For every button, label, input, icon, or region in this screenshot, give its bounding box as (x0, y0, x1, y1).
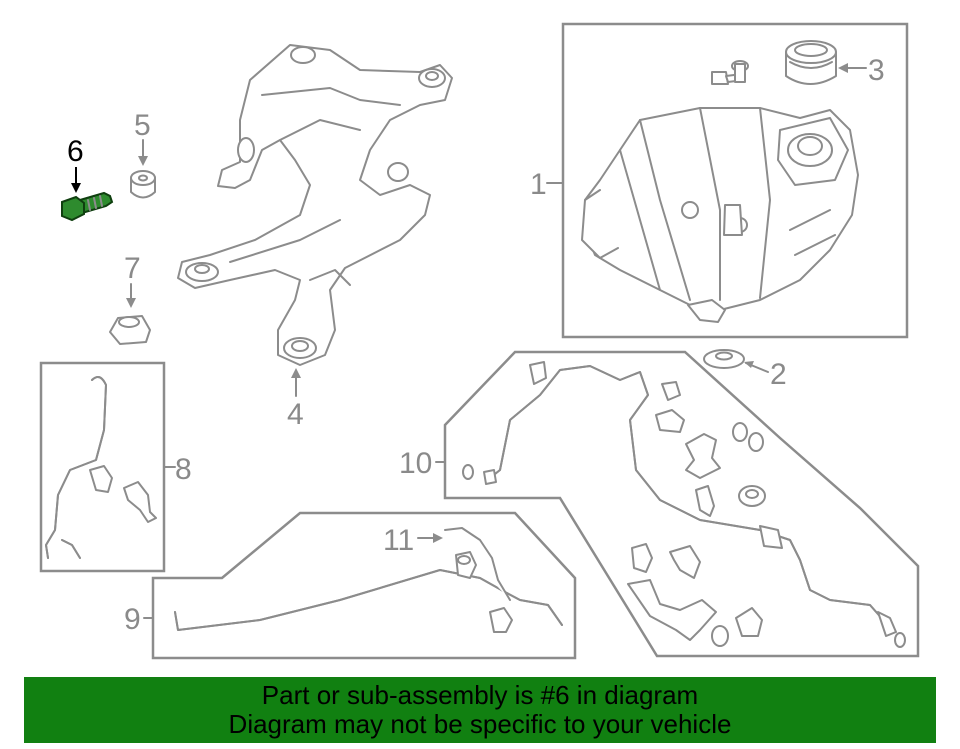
part-7-grommet[interactable] (109, 315, 151, 345)
callout-7: 7 (124, 252, 141, 285)
callout-1: 1 (530, 168, 547, 201)
callout-2: 2 (770, 358, 787, 391)
part-10-pressure-line-assembly[interactable] (443, 350, 920, 658)
callout-6: 6 (67, 135, 84, 168)
callout-10: 10 (399, 447, 432, 480)
callout-8: 8 (175, 453, 192, 486)
callout-5: 5 (134, 109, 151, 142)
arrowhead-3 (838, 63, 848, 73)
callout-3: 3 (868, 54, 885, 87)
callout-4: 4 (287, 398, 304, 431)
part-5-washer[interactable] (130, 170, 156, 199)
part-1-pump-assembly[interactable] (561, 22, 909, 339)
part-9-line-assembly[interactable] (151, 511, 577, 660)
info-banner: Part or sub-assembly is #6 in diagram Di… (24, 677, 936, 743)
arrowhead-7 (126, 298, 136, 308)
callout-9: 9 (124, 603, 141, 636)
arrowhead-2 (744, 361, 754, 368)
arrowhead-6 (71, 183, 81, 193)
part-8-hose-assembly[interactable] (39, 361, 166, 573)
arrowhead-11 (433, 533, 443, 543)
arrowhead-4 (291, 368, 301, 378)
banner-line-part: Part or sub-assembly is #6 in diagram (261, 680, 699, 710)
banner-line-disclaimer: Diagram may not be specific to your vehi… (228, 709, 732, 739)
arrowhead-5 (138, 156, 148, 166)
callout-11: 11 (383, 524, 414, 557)
part-6-bolt[interactable] (61, 191, 114, 222)
part-4-bracket[interactable] (177, 44, 453, 366)
part-2-washer[interactable] (703, 349, 745, 369)
